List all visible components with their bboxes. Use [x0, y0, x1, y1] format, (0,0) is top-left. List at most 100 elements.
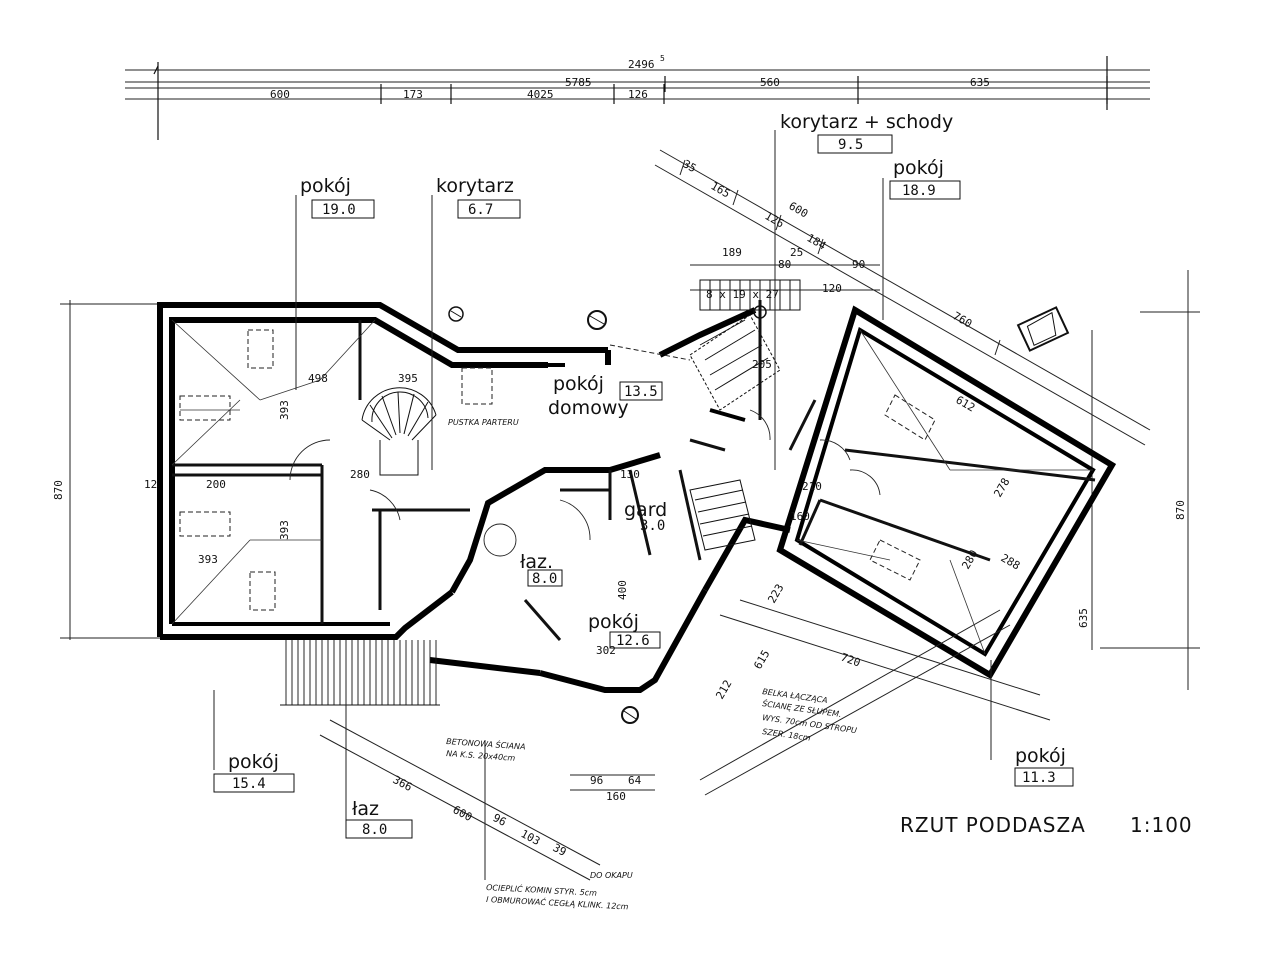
drawing-title: RZUT PODDASZA 1:100 — [900, 813, 1193, 837]
straight-stair — [689, 279, 801, 551]
dim-12: 12 — [144, 478, 157, 491]
dim-left-870: 870 — [52, 480, 65, 500]
title-scale: 1:100 — [1130, 813, 1193, 837]
dim-205: 205 — [752, 358, 772, 371]
dim-600: 600 — [270, 88, 290, 101]
room-korytarz: korytarz 6.7 — [436, 175, 521, 219]
diagonal-dimension-chains — [319, 149, 1151, 881]
room-pokoj-15-4: pokój 15.4 — [213, 751, 295, 793]
room-pokoj-19: pokój 19.0 — [300, 175, 375, 219]
dim-80: 80 — [778, 258, 791, 271]
spiral-stair — [361, 387, 437, 476]
dim-8x19x27: 8 x 19 x 27 — [706, 288, 779, 301]
dim-160: 160 — [790, 510, 810, 523]
room-pokoj-11-3: pokój 11.3 — [1014, 745, 1074, 787]
dim-498: 498 — [308, 372, 328, 385]
column-icon-bottom — [621, 706, 639, 724]
room-label: łaz. — [520, 551, 553, 573]
dim-126: 126 — [628, 88, 648, 101]
note-pustka: PUSTKA PARTERU — [448, 418, 519, 427]
note-beton-2: NA K.S. 20x40cm — [446, 749, 516, 763]
room-pokoj-18-9: pokój 18.9 — [889, 157, 961, 200]
dim-600-diag: 600 — [787, 199, 811, 220]
dim-189: 189 — [722, 246, 742, 259]
dim-total: 2496 — [628, 58, 655, 71]
room-label-line2: domowy — [548, 397, 629, 419]
dim-right-870: 870 — [1174, 500, 1187, 520]
room-label: pokój — [588, 611, 639, 633]
column-icon — [587, 310, 607, 330]
room-label: pokój — [1015, 745, 1066, 767]
dim-200: 200 — [206, 478, 226, 491]
room-area: 19.0 — [322, 202, 356, 218]
dim-total-sup: 5 — [660, 54, 665, 63]
top-dimension-chains: 2496 5 5785 600 173 4025 126 560 635 — [125, 54, 1150, 140]
dim-635: 635 — [970, 76, 990, 89]
room-area: 8.0 — [362, 822, 387, 838]
dim-366: 366 — [391, 773, 415, 794]
dim-184: 184 — [805, 231, 829, 252]
leader-lines — [213, 130, 992, 880]
dim-96-bottom: 96 — [491, 811, 509, 829]
building-walls — [157, 302, 1117, 693]
dim-25: 25 — [790, 246, 803, 259]
dim-278: 278 — [991, 476, 1012, 500]
chimney-symbols — [448, 305, 1070, 724]
dim-130: 130 — [620, 468, 640, 481]
room-area: 15.4 — [232, 776, 266, 792]
room-area: 3.0 — [640, 518, 665, 534]
dim-103: 103 — [519, 827, 543, 848]
room-label: korytarz + schody — [780, 111, 953, 133]
dim-160-bottom: 160 — [606, 790, 626, 803]
title-text: RZUT PODDASZA — [900, 813, 1086, 837]
dim-720: 720 — [839, 651, 862, 670]
dashed-elements — [179, 329, 936, 611]
dim-right-635: 635 — [1077, 608, 1090, 628]
dim-126-diag: 126 — [763, 209, 787, 230]
column-icon-top — [753, 305, 767, 319]
dim-600-bottom: 600 — [451, 803, 475, 824]
room-area: 8.0 — [532, 571, 557, 587]
room-korytarz-schody: korytarz + schody 9.5 — [780, 111, 953, 154]
dim-173: 173 — [403, 88, 423, 101]
room-label: pokój — [300, 175, 351, 197]
room-pokoj-domowy: pokój domowy 13.5 — [548, 373, 663, 419]
vertical-dimensions: 870 870 635 — [52, 270, 1200, 690]
dim-90: 90 — [852, 258, 865, 271]
dim-393-top: 393 — [278, 400, 291, 420]
note-ocieplic-2: I OBMUROWAĆ CEGŁĄ KLINK. 12cm — [486, 893, 629, 911]
room-labels: pokój 19.0 korytarz 6.7 korytarz + schod… — [213, 111, 1074, 839]
dim-39: 39 — [551, 841, 569, 859]
dim-120: 120 — [822, 282, 842, 295]
dim-210: 210 — [802, 480, 822, 493]
room-area: 11.3 — [1022, 770, 1056, 786]
chimney-icon — [1016, 306, 1070, 352]
room-label: gard — [624, 499, 667, 521]
exterior-stair-hatch — [280, 640, 440, 706]
dim-393-mid: 393 — [278, 520, 291, 540]
dim-615: 615 — [751, 648, 772, 672]
dim-393-bottom: 393 — [198, 553, 218, 566]
dim-64: 64 — [628, 774, 642, 787]
dim-212: 212 — [713, 678, 734, 702]
chimney-vent-icon — [448, 306, 464, 322]
interior-partitions — [172, 300, 1096, 641]
room-gard: gard 3.0 — [624, 499, 667, 534]
room-label: łaz — [352, 798, 379, 820]
dim-5785: 5785 — [565, 76, 592, 89]
dim-35: 35 — [681, 157, 699, 175]
room-label: korytarz — [436, 175, 514, 197]
room-area: 18.9 — [902, 183, 936, 199]
roof-slope-lines — [171, 319, 1093, 655]
room-area: 9.5 — [838, 137, 863, 153]
room-label: pokój — [228, 751, 279, 773]
room-label-line1: pokój — [553, 373, 604, 395]
dim-288: 288 — [999, 551, 1023, 572]
room-area: 6.7 — [468, 202, 493, 218]
room-pokoj-12-6: pokój 12.6 — [588, 611, 661, 649]
door-swings — [289, 409, 881, 557]
dim-395: 395 — [398, 372, 418, 385]
room-label: pokój — [893, 157, 944, 179]
dim-560: 560 — [760, 76, 780, 89]
